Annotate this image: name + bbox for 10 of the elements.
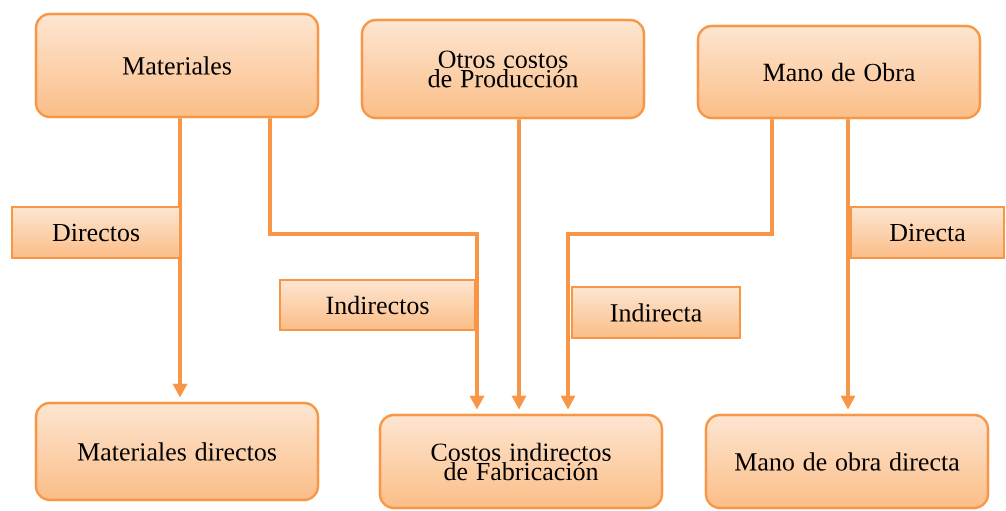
edge-label: Directos (11, 206, 181, 259)
edge-label: Indirectos (279, 279, 476, 331)
edge-label: Directa (850, 206, 1005, 259)
process-box: Otros costos de Producción (360, 18, 646, 120)
process-box: Materiales (34, 12, 320, 119)
process-box: Materiales directos (34, 401, 320, 502)
process-box: Costos indirectos de Fabricación (378, 413, 664, 510)
process-box: Mano de Obra (696, 24, 982, 120)
process-box: Mano de obra directa (704, 413, 990, 510)
edge-label: Indirecta (571, 286, 741, 339)
